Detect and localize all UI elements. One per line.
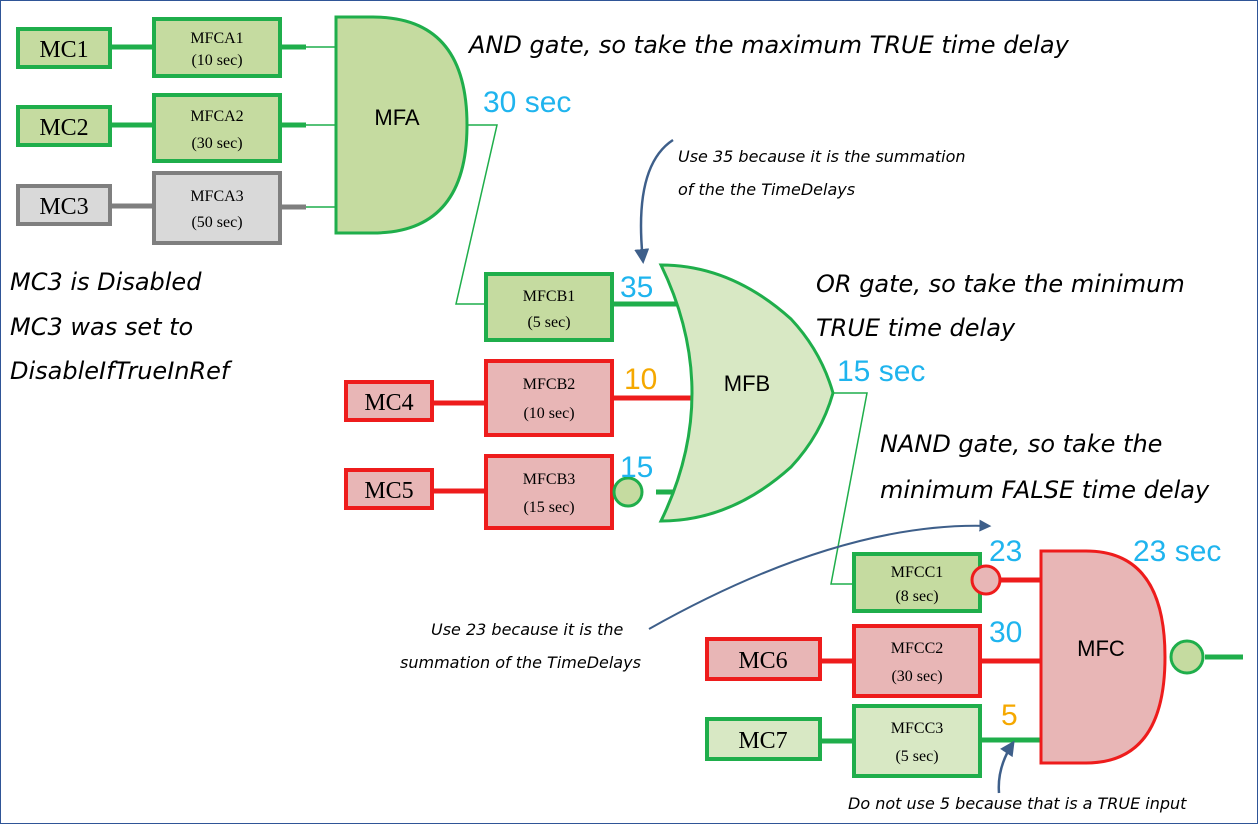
- mfcc3-name: MFCC3: [891, 720, 943, 737]
- mc2-box: MC2: [16, 105, 112, 147]
- mfc-output-value: 23 sec: [1133, 535, 1221, 568]
- mfca3-delay: (50 sec): [191, 214, 242, 231]
- mfcb3-name: MFCB3: [523, 471, 575, 488]
- arrow-use35: [634, 138, 674, 264]
- annotation-use35-line2: of the the TimeDelays: [678, 180, 855, 199]
- mfc-nand-gate: MFC: [1039, 549, 1167, 765]
- mfcc3-delay: (5 sec): [895, 748, 938, 765]
- mfcb3-box: MFCB3 (15 sec): [484, 454, 614, 530]
- mfca2-name: MFCA2: [190, 108, 243, 125]
- mfb-input1-value: 35: [620, 271, 653, 304]
- mfca2-box: MFCA2 (30 sec): [152, 93, 282, 163]
- mfb-output-value: 15 sec: [837, 355, 925, 388]
- mc5-label: MC5: [364, 478, 413, 504]
- mfcc1-box: MFCC1 (8 sec): [852, 552, 982, 613]
- mc3-box: MC3: [16, 184, 112, 226]
- mfca1-delay: (10 sec): [191, 52, 242, 69]
- annotation-donot5: Do not use 5 because that is a TRUE inpu…: [848, 794, 1187, 813]
- mfa-label: MFA: [374, 105, 420, 130]
- mc2-label: MC2: [39, 115, 88, 141]
- mfa-and-gate: MFA: [334, 15, 469, 235]
- mfcc1-name: MFCC1: [891, 564, 943, 581]
- mfc-input2-value: 30: [989, 616, 1022, 649]
- annotation-mc3-line2: MC3 was set to: [10, 313, 193, 341]
- mfca3-name: MFCA3: [190, 188, 243, 205]
- mc6-label: MC6: [738, 648, 787, 674]
- mfcb3-invert-bubble: [612, 476, 644, 508]
- wire-mfb-mfcc1: [830, 392, 868, 585]
- annotation-mc3-line3: DisableIfTrueInRef: [10, 357, 233, 385]
- mc1-label: MC1: [39, 37, 88, 63]
- annotation-or-line1: OR gate, so take the minimum: [816, 270, 1185, 298]
- mfcb1-box: MFCB1 (5 sec): [484, 272, 614, 342]
- mc7-box: MC7: [705, 717, 822, 761]
- mfcc3-box: MFCC3 (5 sec): [852, 704, 982, 778]
- annotation-use35-line1: Use 35 because it is the summation: [678, 147, 966, 166]
- mfcc2-box: MFCC2 (30 sec): [852, 624, 982, 698]
- mfcb2-box: MFCB2 (10 sec): [484, 359, 614, 437]
- mfb-or-gate: MFB: [658, 263, 835, 523]
- mc1-box: MC1: [16, 27, 112, 69]
- mfca1-name: MFCA1: [190, 30, 243, 47]
- annotation-use23-line2: summation of the TimeDelays: [400, 653, 641, 672]
- mc6-box: MC6: [705, 637, 822, 681]
- mfb-input2-value: 10: [624, 363, 657, 396]
- mfcc1-invert-bubble: [970, 564, 1002, 596]
- mc4-label: MC4: [364, 390, 413, 416]
- mfcc1-delay: (8 sec): [895, 588, 938, 605]
- mfca2-delay: (30 sec): [191, 135, 242, 152]
- mc3-label: MC3: [39, 194, 88, 220]
- mfb-label: MFB: [724, 371, 770, 396]
- mfcc2-name: MFCC2: [891, 640, 943, 657]
- annotation-nand-line2: minimum FALSE time delay: [880, 476, 1210, 504]
- annotation-nand-line1: NAND gate, so take the: [880, 430, 1162, 458]
- annotation-mc3-line1: MC3 is Disabled: [10, 268, 202, 296]
- mc5-box: MC5: [344, 468, 434, 510]
- mc4-box: MC4: [344, 380, 434, 422]
- mfc-output-invert-bubble: [1169, 639, 1205, 675]
- annotation-or-line2: TRUE time delay: [816, 314, 1016, 342]
- mfc-input3-value: 5: [1001, 699, 1018, 732]
- arrow-donot5: [997, 740, 1015, 794]
- mfcb1-name: MFCB1: [523, 288, 575, 305]
- mfa-output-value: 30 sec: [483, 86, 571, 119]
- arrow-use23: [648, 519, 992, 630]
- mfcb1-delay: (5 sec): [527, 314, 570, 331]
- annotation-use23-line1: Use 23 because it is the: [431, 620, 624, 639]
- mfca3-box: MFCA3 (50 sec): [152, 171, 282, 245]
- annotation-and-gate: AND gate, so take the maximum TRUE time …: [467, 31, 1070, 59]
- mfca1-box: MFCA1 (10 sec): [152, 17, 282, 78]
- mfc-input1-value: 23: [989, 535, 1022, 568]
- mfcb2-delay: (10 sec): [523, 405, 574, 422]
- mfcb2-name: MFCB2: [523, 376, 575, 393]
- mc7-label: MC7: [738, 728, 787, 754]
- mfc-label: MFC: [1077, 636, 1125, 661]
- mfcc2-delay: (30 sec): [891, 668, 942, 685]
- mfb-input3-value: 15: [620, 451, 653, 484]
- mfcb3-delay: (15 sec): [523, 499, 574, 516]
- wire-mfa-mfcb1: [455, 124, 498, 305]
